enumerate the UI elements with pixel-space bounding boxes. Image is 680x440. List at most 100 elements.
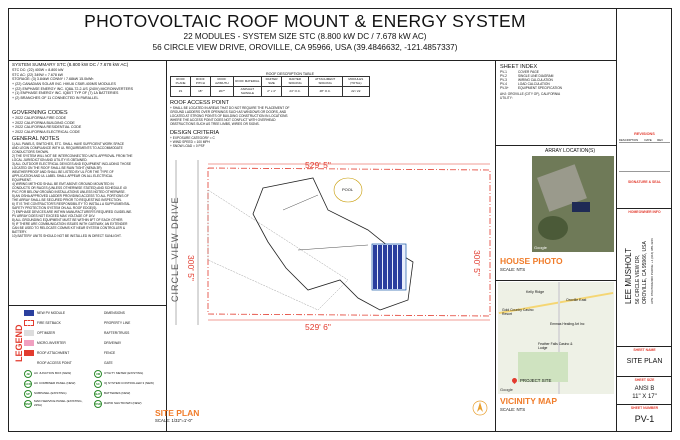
governing-codes: GOVERNING CODES + 2022 CALIFORNIA FIRE C…: [12, 110, 164, 135]
table-header: MODULES (TOTAL): [341, 75, 371, 88]
note-line: 9) IF THERE ARE COMMUNICATION ISSUES WIT…: [12, 222, 128, 227]
note-line: APPLICATION AND UL LABEL SHALL APPEAR ON…: [12, 174, 113, 179]
code-line: + 2022 CALIFORNIA FIRE CODE: [12, 116, 67, 121]
legend-title: LEGEND: [14, 324, 24, 362]
access-line: LOCATED AT STRONG POINTS OF BUILDING CON…: [170, 114, 288, 119]
table-header: RAFTER SPACING: [281, 75, 309, 88]
note-line: PVC FOR BELOW GROUND INSTALLATIONS UNLES…: [12, 190, 126, 195]
summary-line: + (22) CANADIAN SOLAR INC. HIKU6 CS6R-40…: [12, 81, 116, 86]
table-row: #1 18° 207° ASPHALT SHINGLE 2" x 4" 24" …: [169, 86, 371, 98]
note-line: 3) ALL OUTDOOR ELECTRICAL DEVICES AND EQ…: [12, 162, 132, 167]
sheet-number: PV-1: [634, 414, 655, 424]
table-cell: 48" O.C.: [307, 86, 343, 98]
fire-setback-swatch: [24, 320, 34, 326]
summary-line: + (22) ENPHASE ENERGY INC. IQ8A-72-2-US …: [12, 86, 133, 91]
roof-table: ROOF PLANE ROOF PITCH ROOF AZIMUTH ROOF …: [169, 75, 371, 98]
criteria-line: + WIND SPEED = 100 MPH: [170, 140, 210, 145]
summary-line: STC AC: (22) 349W = 7.678 kW: [12, 72, 64, 77]
roof-ridge: [282, 194, 319, 211]
dim-bottom-label: 529' 6": [305, 322, 331, 332]
array-shape: [572, 202, 590, 212]
roof-table-title: ROOF DESCRIPTION TABLE: [266, 72, 314, 76]
revisions-body: [619, 142, 670, 172]
photo-divider: [495, 280, 616, 281]
symbol-badge: SP: [24, 390, 32, 398]
table-cell: 24" O.C.: [281, 86, 309, 98]
note-line: 7) ENPHASE DEVICES ARE WITHIN MANUFACTUR…: [12, 210, 133, 215]
code-line: + 2022 CALIFORNIA ELECTRICAL CODE: [12, 129, 80, 134]
legend-label: PROPERTY LINE: [104, 321, 131, 325]
table-cell: 18°: [190, 86, 211, 98]
note-line: 6) IT IS THE CONTRACTOR'S RESPONSIBILITY…: [12, 202, 131, 207]
revisions-header: DESCRIPTION DATE REV: [619, 138, 670, 143]
homeowner-title: HOMEOWNER INFO: [628, 210, 661, 214]
note-line: WEATHERPROOF AND SHALL BE LISTED BY UL F…: [12, 170, 114, 175]
left-column-divider: [166, 60, 167, 432]
access-line: GROUND LADDERS OVER OPENINGS SUCH AS WIN…: [170, 110, 287, 115]
table-header: ROOF PITCH: [190, 75, 211, 88]
header-divider: [8, 60, 616, 61]
general-notes-list: 1) ALL PANELS, SWITCHES, ETC. SHALL HAVE…: [12, 142, 164, 238]
table-cell: 2" x 4": [260, 86, 283, 98]
note-line: LOCAL JURISDICTION AND UTILITY IS OBTAIN…: [12, 158, 88, 163]
map-place: Oroville East: [566, 298, 587, 302]
symbol-label: IQ SYSTEM CONTROLLER 3 (NEW): [104, 381, 155, 386]
micro-inverter-swatch: [24, 340, 34, 346]
roof-attachment-swatch: [24, 350, 34, 356]
roof-description: ROOF DESCRIPTION TABLE ROOF PLANE ROOF P…: [169, 72, 371, 98]
dim-right-label: 300' 5": [472, 250, 482, 276]
note-line: 2) THE SYSTEM WILL NOT BE INTERCONNECTED…: [12, 154, 133, 159]
google-attribution: Google: [534, 245, 547, 250]
general-notes-title: GENERAL NOTES: [12, 136, 60, 142]
address-line: 56 CIRCLE VIEW DRIVE, OROVILLE, CA 95966…: [152, 43, 458, 52]
legend-divider: [8, 305, 166, 306]
symbol-badge: MSP: [24, 400, 32, 408]
symbol-badge: SC: [94, 380, 102, 388]
access-line: + SHALL BE LOCATED IN AREAS THAT DO NOT …: [170, 106, 290, 111]
legend-label: ROOF ATTACHMENT: [37, 351, 70, 355]
symbol-label: MAIN SERVICE PANEL (EXISTING, 225A): [34, 399, 83, 407]
sheet-code: PV-4: [500, 82, 507, 87]
driveway: [207, 189, 349, 311]
table-cell: ASPHALT SHINGLE: [233, 86, 262, 98]
owner-address-2: OROVILLE, CA 95966, USA: [642, 241, 648, 304]
index-divider: [495, 145, 616, 146]
roof-ridge: [297, 244, 369, 251]
divider: [617, 346, 672, 347]
criteria-line: + SNOW LOAD = 0 PSF: [170, 144, 205, 149]
symbol-label: UTILITY METER (EXISTING): [104, 371, 144, 376]
table-cell: 207°: [209, 86, 235, 98]
summary-line: STC DC: (22) 400W = 8.800 kW: [12, 68, 64, 73]
property-line: [207, 167, 491, 317]
note-line: SAFETY PROTECTION SYSTEM ON ALL ROOF EDG…: [12, 206, 98, 211]
note-line: CAN BE USED TO RELOCATE COMMS KIT NEAR S…: [12, 226, 125, 231]
rev-col: DATE: [644, 138, 652, 142]
divider: [617, 404, 672, 405]
sheet-index-title: SHEET INDEX: [500, 64, 538, 70]
map-place: Gold Country Casino Resort: [502, 308, 534, 316]
sheet-index-item: PV-5+EQUIPMENT SPECIFICATION: [500, 86, 612, 90]
summary-line: + (2) BRANCHES OF 11 CONNECTED IN PARALL…: [12, 95, 99, 100]
table-header: ATTACHMENT SPACING: [307, 75, 343, 88]
note-line: THE ARRAY SHALL BE SECURED PRIOR TO REQU…: [12, 198, 122, 203]
symbol-label: SUBPANEL (EXISTING): [34, 391, 67, 396]
pv-module-column: [378, 245, 382, 289]
street-label: CIRCLE VIEW DRIVE: [170, 196, 180, 302]
vicinity-map-scale: SCALE: NTS: [500, 407, 526, 412]
green-area: [518, 352, 568, 382]
symbol-label: RAPID SHUTDOWN (NEW): [104, 401, 142, 406]
note-line: EQUIPMENT.: [12, 178, 32, 183]
vicinity-map-image: Kelly Ridge Oroville East Gold Country C…: [498, 282, 614, 394]
pv-array: [371, 243, 407, 291]
note-line: CONDUCTS OR RACES (UNLESS OTHERWISE STAT…: [12, 186, 127, 191]
legend-label: OPTIMIZER: [37, 331, 55, 335]
